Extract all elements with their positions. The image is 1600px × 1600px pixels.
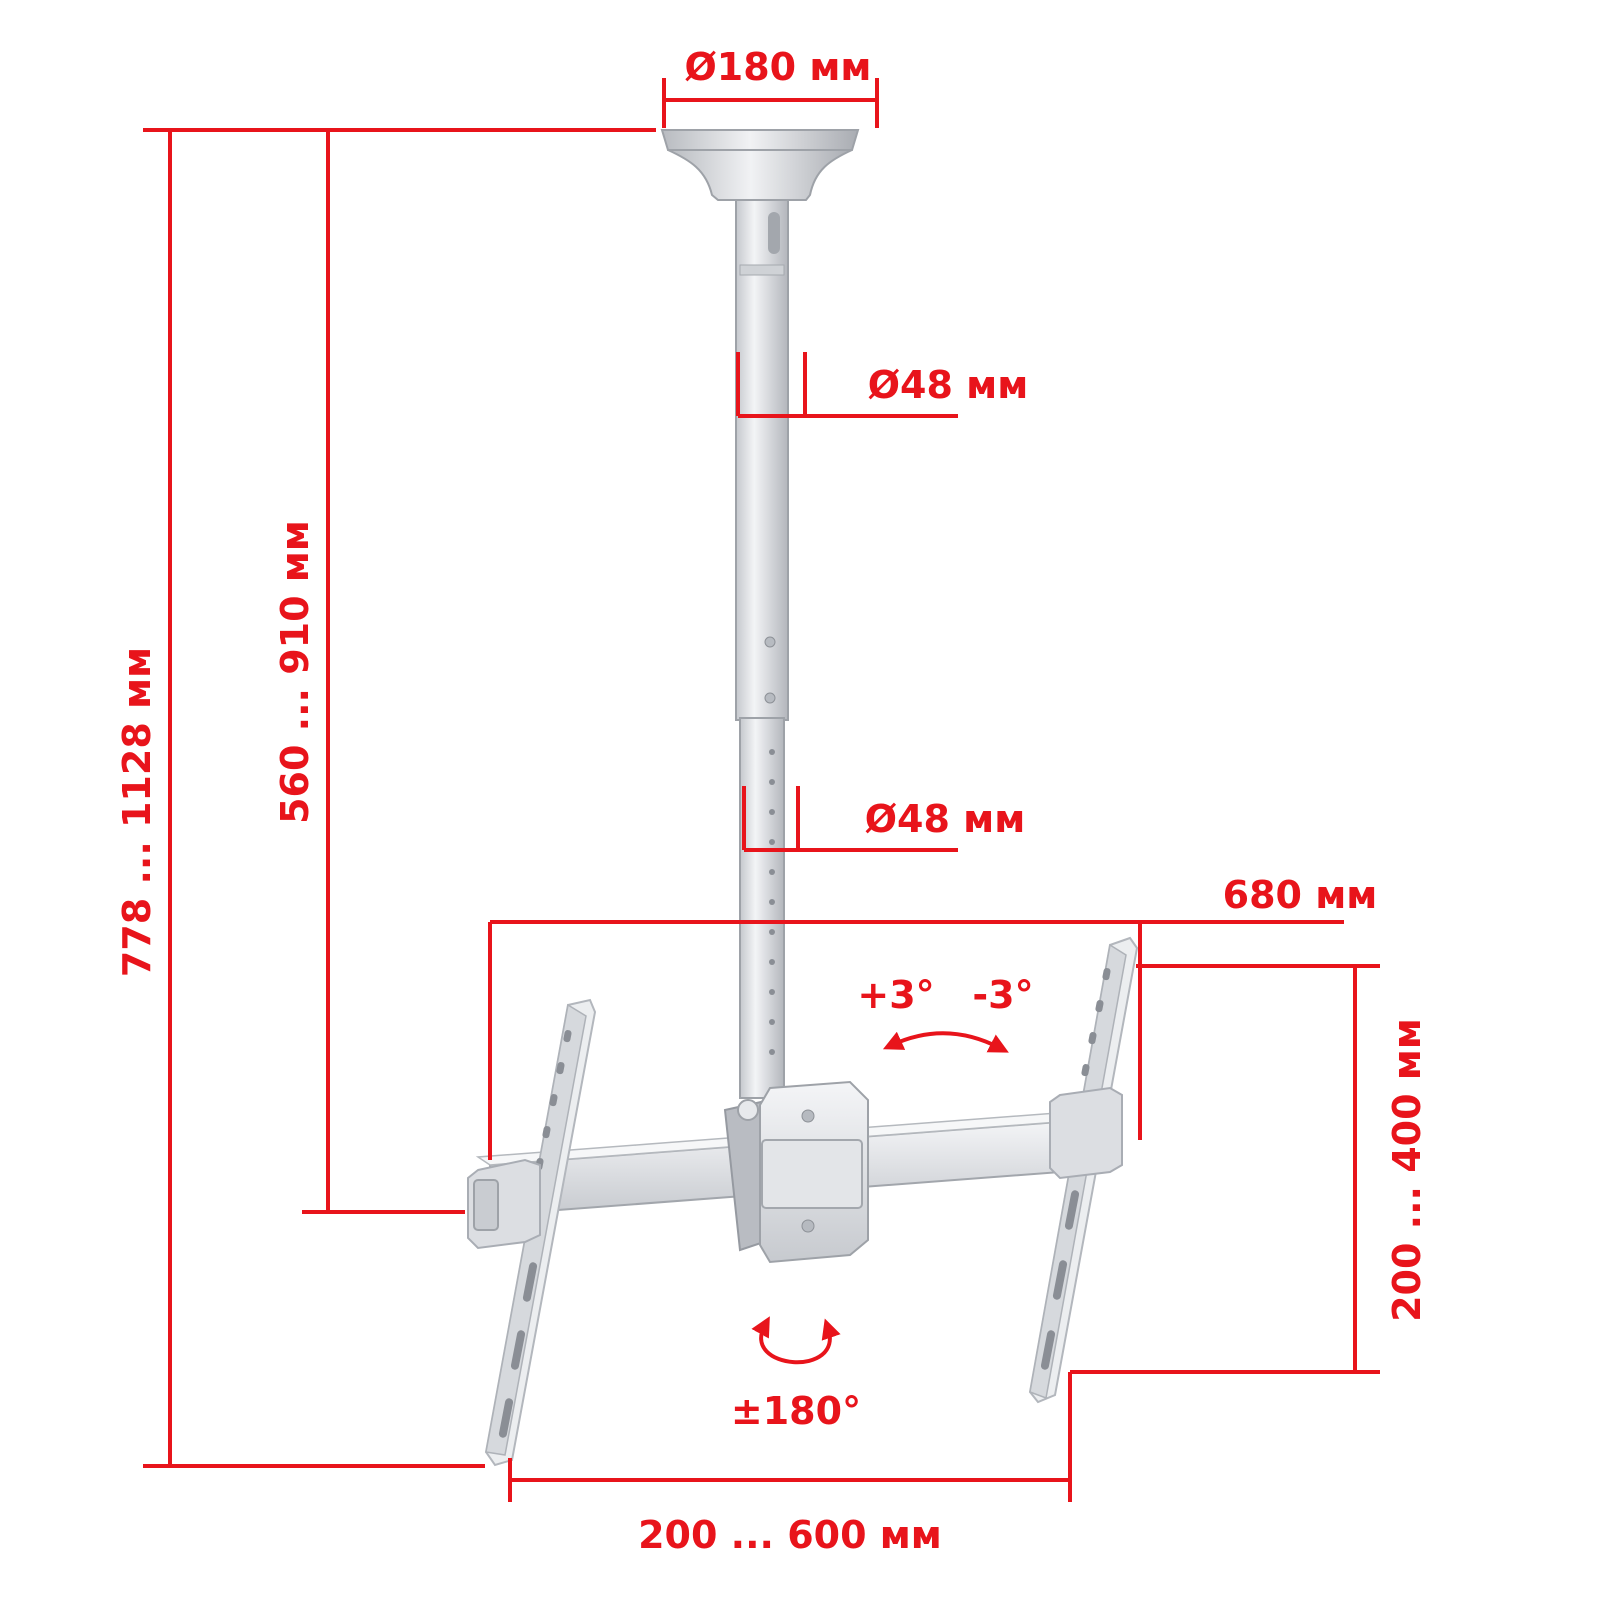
- tilt-bracket-clamp: [761, 1139, 863, 1209]
- bracket-bolt: [801, 1109, 815, 1123]
- tilt-arrow: [882, 1031, 1009, 1053]
- label-total-height: 778 ... 1128 мм: [115, 647, 159, 977]
- left-arm-slots: [498, 1030, 572, 1438]
- lower-tube-holes: [769, 749, 775, 1055]
- label-vesa-vertical: 200 ... 400 мм: [1385, 1018, 1429, 1322]
- upper-tube: [735, 199, 789, 721]
- right-arm-clamp: [1049, 1086, 1123, 1180]
- tube-slot: [768, 212, 780, 254]
- label-lower-tube-diameter: Ø48 мм: [865, 797, 1026, 841]
- lower-tube: [739, 717, 785, 1099]
- label-tube-height: 560 ... 910 мм: [273, 520, 317, 824]
- label-bracket-width: 680 мм: [1223, 873, 1378, 917]
- label-tilt-plus: +3°: [857, 973, 934, 1017]
- mount-illustration: [467, 129, 1139, 1467]
- dimension-labels: Ø180 мм Ø48 мм Ø48 мм 778 ... 1128 мм 56…: [115, 45, 1429, 1557]
- label-base-diameter: Ø180 мм: [685, 45, 872, 89]
- label-vesa-horizontal: 200 ... 600 мм: [638, 1513, 942, 1557]
- tube-collar: [739, 264, 785, 276]
- label-upper-tube-diameter: Ø48 мм: [868, 363, 1029, 407]
- ceiling-base-cone: [667, 149, 853, 201]
- bracket-bolt: [801, 1219, 815, 1233]
- label-tilt-minus: -3°: [972, 973, 1033, 1017]
- dimension-lines: [143, 78, 1380, 1502]
- tube-screw: [764, 636, 776, 648]
- left-arm-end-cap: [473, 1179, 499, 1231]
- bracket-knob: [737, 1099, 759, 1121]
- label-rotation: ±180°: [731, 1389, 861, 1433]
- right-arm-slots: [1040, 968, 1111, 1370]
- ceiling-base-plate: [660, 129, 860, 151]
- tube-screw: [764, 692, 776, 704]
- rotation-arrow: [751, 1316, 841, 1365]
